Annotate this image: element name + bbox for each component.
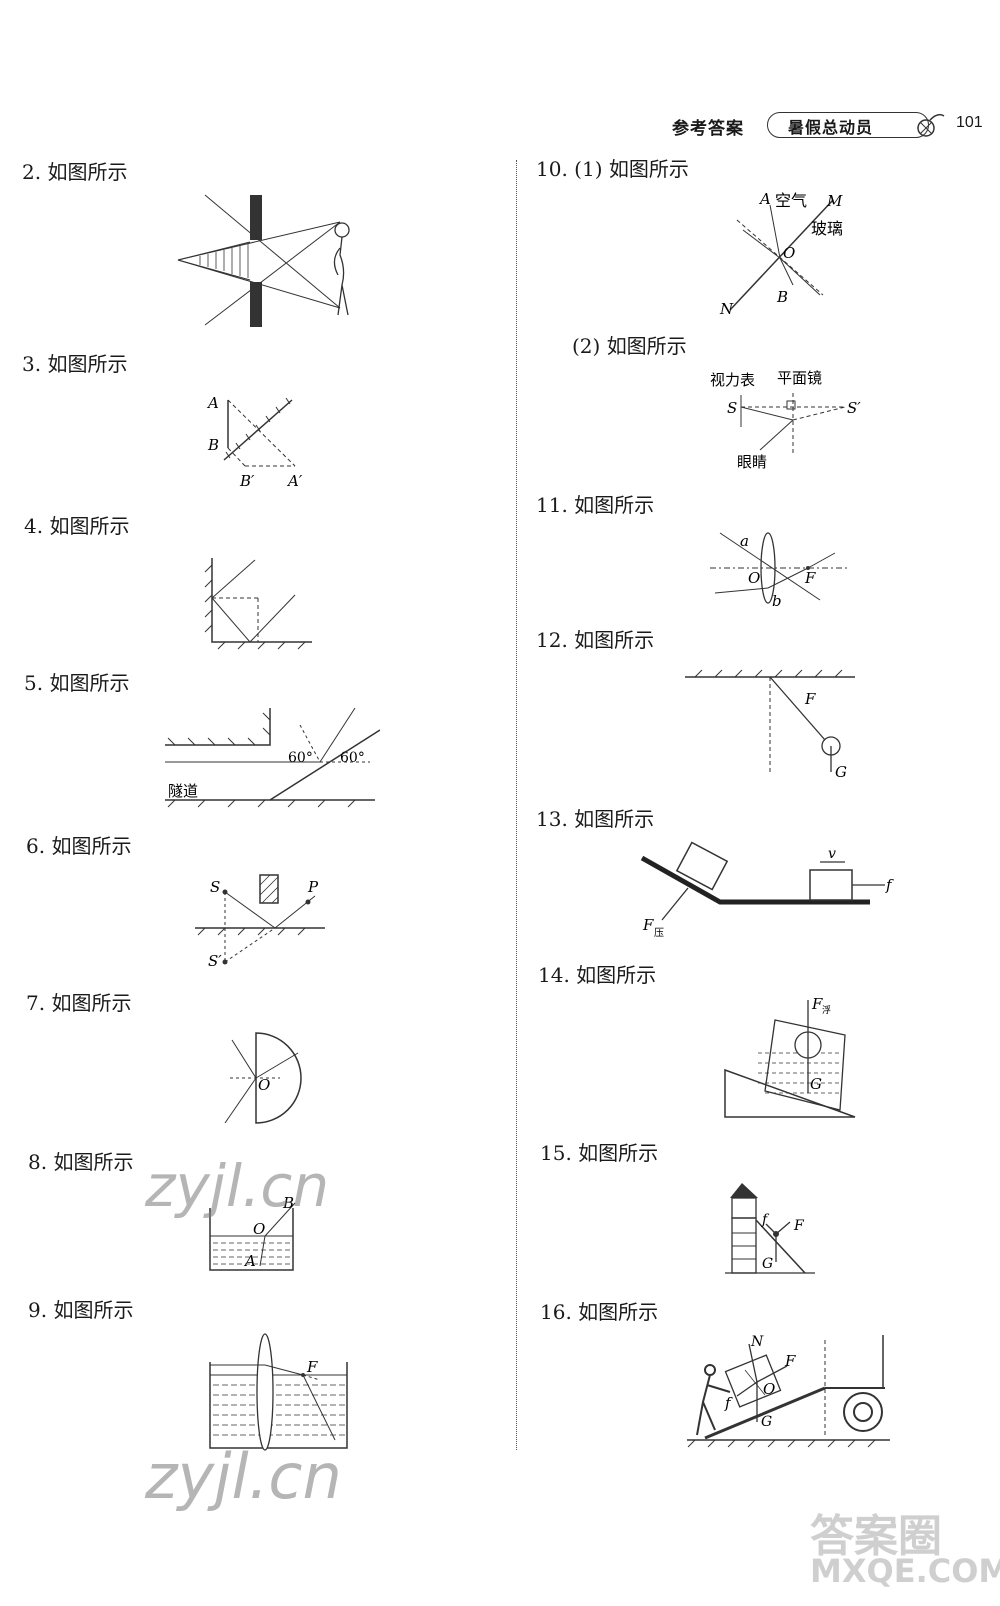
svg-text:S′: S′	[847, 399, 861, 417]
svg-text:A: A	[206, 394, 219, 412]
watermark-logo: 答案圈	[810, 1511, 942, 1562]
figure-15-slide: f F G	[725, 1183, 815, 1274]
column-divider	[516, 160, 517, 1450]
svg-text:F: F	[306, 1358, 318, 1376]
figure-6-reflection: S P S′	[195, 874, 325, 970]
svg-text:M: M	[826, 192, 843, 210]
svg-text:S: S	[727, 399, 737, 417]
item-14-label: 14. 如图所示	[538, 963, 657, 987]
svg-text:玻璃: 玻璃	[811, 219, 843, 238]
item-3-label: 3. 如图所示	[22, 352, 128, 376]
svg-text:F: F	[784, 1352, 796, 1370]
svg-text:60°: 60°	[288, 750, 313, 766]
figure-9-lens-water: F	[209, 1333, 348, 1451]
figure-10-2-eye-chart: 视力表 平面镜 S S′ 眼睛	[710, 369, 861, 471]
svg-text:B′: B′	[239, 472, 255, 490]
item-15-label: 15. 如图所示	[540, 1141, 659, 1165]
svg-text:A: A	[243, 1252, 256, 1270]
svg-text:a: a	[740, 532, 749, 550]
svg-text:O: O	[783, 244, 795, 262]
page-number: 101	[956, 114, 983, 131]
figure-7-semicircle: O	[224, 1032, 302, 1124]
svg-text:O: O	[763, 1380, 775, 1398]
page-header: 参考答案 暑假总动员 101	[660, 110, 1000, 142]
item-10-label: 10. (1) 如图所示	[536, 157, 689, 181]
svg-text:F: F	[804, 569, 816, 587]
svg-text:空气: 空气	[775, 191, 807, 210]
svg-text:O: O	[258, 1076, 270, 1094]
svg-text:B: B	[282, 1194, 294, 1212]
svg-text:隧道: 隧道	[168, 782, 198, 800]
svg-text:G: G	[761, 1414, 772, 1430]
svg-text:A′: A′	[286, 472, 303, 490]
svg-text:P: P	[307, 878, 319, 896]
svg-text:F: F	[804, 690, 816, 708]
header-reference: 参考答案	[672, 119, 744, 139]
item-4-label: 4. 如图所示	[24, 514, 130, 538]
item-8-label: 8. 如图所示	[28, 1150, 134, 1174]
svg-text:G: G	[835, 763, 847, 781]
figure-2-pinhole	[177, 194, 350, 327]
item-7-label: 7. 如图所示	[26, 991, 132, 1015]
svg-text:S′: S′	[208, 952, 222, 970]
item-11-label: 11. 如图所示	[536, 493, 655, 517]
svg-text:F: F	[811, 995, 823, 1013]
svg-text:f: f	[724, 1394, 733, 1412]
figure-14-buoyancy: F 浮 G	[724, 995, 856, 1118]
svg-text:平面镜: 平面镜	[777, 369, 822, 387]
svg-text:F: F	[793, 1218, 805, 1234]
mascot-icon	[917, 113, 945, 137]
item-9-label: 9. 如图所示	[28, 1298, 134, 1322]
svg-text:B: B	[207, 436, 219, 454]
svg-text:G: G	[762, 1256, 773, 1272]
item-12-label: 12. 如图所示	[536, 628, 655, 652]
item-6-label: 6. 如图所示	[26, 834, 132, 858]
svg-text:f: f	[761, 1212, 770, 1228]
header-book-title: 暑假总动员	[788, 118, 874, 137]
svg-text:O: O	[253, 1220, 265, 1238]
svg-text:浮: 浮	[822, 1004, 831, 1016]
figure-8-water-container: O B A	[209, 1194, 296, 1271]
figure-3-mirror: A B B′ A′	[206, 394, 303, 490]
svg-text:O: O	[748, 569, 760, 587]
svg-text:v: v	[828, 846, 836, 862]
watermark-url: MXQE.COM	[810, 1552, 1000, 1590]
svg-text:N: N	[719, 300, 734, 318]
figure-10-1-refraction: A 空气 M 玻璃 O N B	[719, 190, 843, 318]
svg-text:b: b	[772, 592, 782, 608]
svg-text:压: 压	[654, 927, 664, 939]
figure-4-corner-mirror	[204, 558, 312, 650]
figure-12-pendulum: F G	[685, 669, 855, 781]
watermark-text-2: zyjl.cn	[145, 1440, 342, 1513]
item-13-label: 13. 如图所示	[536, 807, 655, 831]
svg-text:眼睛: 眼睛	[737, 453, 767, 471]
watermark-text: zyjl.cn	[145, 1152, 330, 1220]
svg-text:A: A	[758, 190, 771, 208]
figure-5-tunnel: 60° 60° 隧道	[165, 707, 380, 808]
item-5-label: 5. 如图所示	[24, 671, 130, 695]
svg-text:S: S	[210, 878, 220, 896]
item-2-label: 2. 如图所示	[22, 160, 128, 184]
svg-text:视力表: 视力表	[710, 371, 755, 389]
svg-text:60°: 60°	[340, 750, 365, 766]
figure-13-slope-block: v f F 压	[640, 841, 894, 939]
svg-text:F: F	[642, 916, 654, 934]
svg-text:B: B	[776, 288, 788, 306]
figure-11-lens: a O F b	[710, 532, 848, 608]
figure-16-truck-ramp: N F O f G	[687, 1334, 890, 1448]
item-10-2-label: (2) 如图所示	[572, 334, 687, 358]
item-16-label: 16. 如图所示	[540, 1300, 659, 1324]
svg-text:N: N	[750, 1334, 764, 1350]
svg-text:G: G	[810, 1075, 822, 1093]
svg-text:f: f	[885, 876, 894, 894]
